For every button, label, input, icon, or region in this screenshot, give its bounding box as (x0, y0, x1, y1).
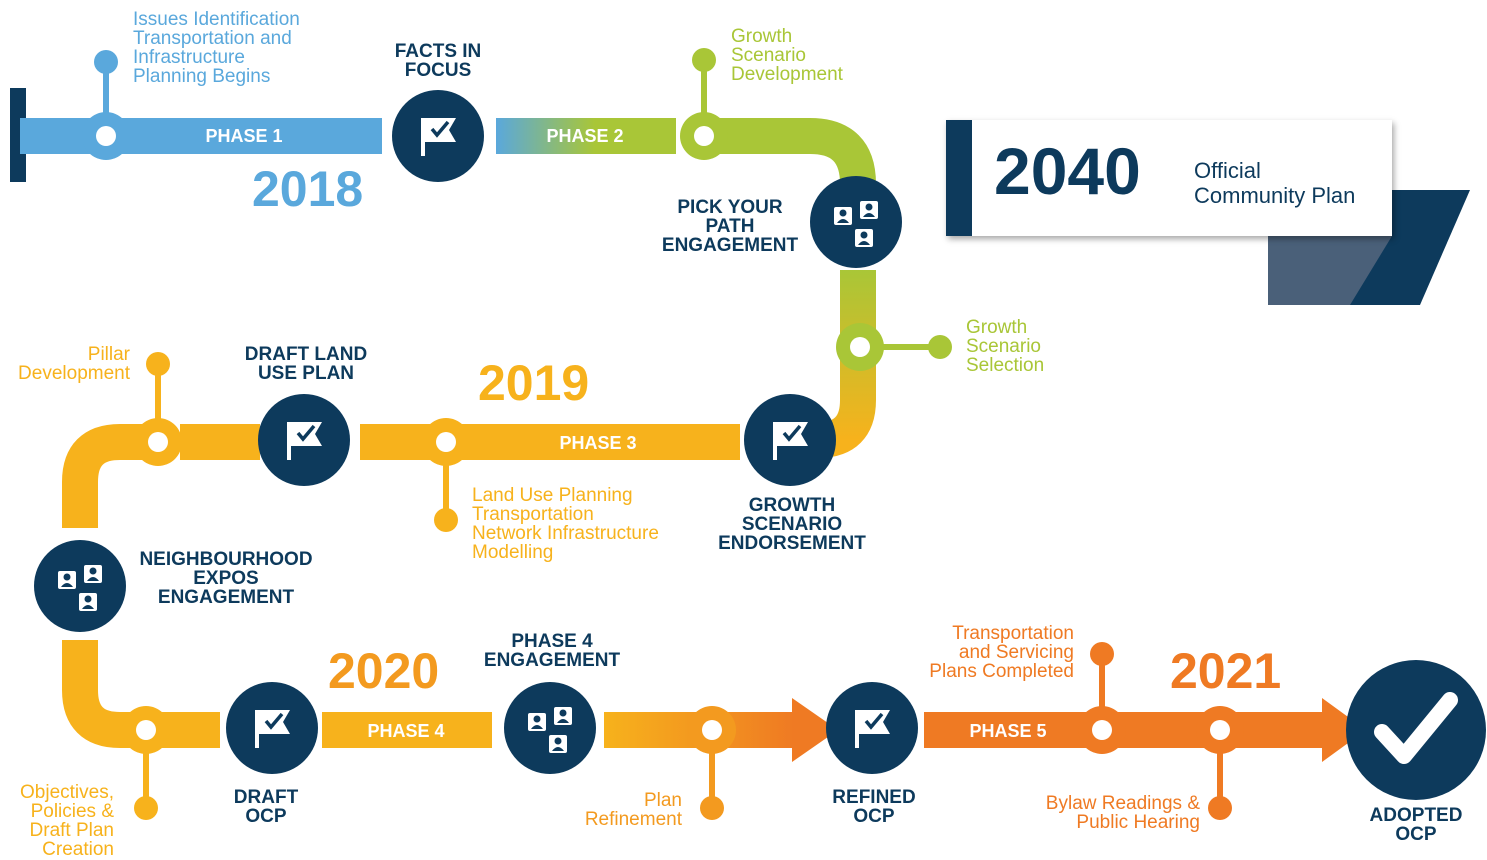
year-2018: 2018 (252, 161, 364, 217)
label-refined-ocp: REFINED OCP (832, 787, 916, 827)
note-plan-refinement: Plan Refinement (584, 790, 682, 830)
label-neighbourhood-expos: NEIGHBOURHOOD EXPOS ENGAGEMENT (139, 549, 313, 608)
milestone-draft-ocp (226, 682, 318, 774)
milestone-pick-your-path (810, 176, 902, 268)
node-dot-transport-servicing (1090, 642, 1114, 666)
milestone-adopted-ocp (1346, 660, 1486, 800)
track-phase1 (20, 118, 382, 154)
label-growth-endorsement: GROWTH SCENARIO ENDORSEMENT (718, 495, 866, 554)
node-dot-growth-dev (692, 48, 716, 72)
start-marker (10, 88, 26, 182)
arrow-to-adopted (1322, 698, 1366, 762)
milestone-phase4-engagement (504, 682, 596, 774)
milestone-draft-land-use (258, 394, 350, 486)
plan-title-text: Official Community Plan (1194, 158, 1356, 209)
track-phase2 (496, 118, 676, 154)
note-issues-identification: Issues Identification Transportation and… (133, 9, 300, 87)
milestone-growth-endorsement (744, 394, 836, 486)
year-2019: 2019 (478, 355, 590, 411)
note-pillar-development: Pillar Development (18, 344, 130, 384)
track-row2-left (180, 424, 260, 460)
node-dot-pillar (146, 352, 170, 376)
node-dot-bylaw (1208, 796, 1232, 820)
phase-5-label: PHASE 5 (969, 721, 1046, 741)
track-curve-left-bottom (62, 640, 220, 748)
title-ribbon-shadow (1268, 236, 1392, 305)
note-bylaw-readings: Bylaw Readings & Public Hearing (1045, 793, 1200, 833)
node-dot-land-use (434, 508, 458, 532)
node-dot-objectives (134, 796, 158, 820)
year-2021: 2021 (1170, 643, 1282, 699)
milestone-facts-in-focus (392, 90, 484, 182)
plan-title-box: 2040 Official Community Plan (946, 120, 1392, 236)
arrow-to-refined (792, 698, 838, 762)
node-dot-issues (94, 50, 118, 74)
track-phase3 (360, 424, 740, 460)
note-transport-servicing: Transportation and Servicing Plans Compl… (929, 623, 1074, 682)
plan-title-year: 2040 (994, 134, 1141, 208)
note-growth-development: Growth Scenario Development (731, 26, 843, 85)
note-objectives-policies: Objectives, Policies & Draft Plan Creati… (20, 782, 114, 860)
note-growth-selection: Growth Scenario Selection (966, 317, 1045, 376)
phase-3-label: PHASE 3 (559, 433, 636, 453)
milestone-refined-ocp (826, 682, 918, 774)
year-2020: 2020 (328, 643, 440, 699)
label-pick-your-path: PICK YOUR PATH ENGAGEMENT (661, 197, 799, 256)
label-facts-in-focus: FACTS IN FOCUS (394, 41, 482, 81)
milestone-neighbourhood-expos (34, 540, 126, 632)
note-land-use-planning: Land Use Planning Transportation Network… (472, 485, 659, 563)
node-dot-plan-refinement (700, 796, 724, 820)
track-phase4 (322, 712, 492, 748)
label-draft-ocp: DRAFT OCP (233, 787, 299, 827)
checkmark-icon (1374, 692, 1458, 764)
track-curve-left-top (62, 424, 160, 528)
label-draft-land-use: DRAFT LAND USE PLAN (244, 344, 368, 384)
label-adopted-ocp: ADOPTED OCP (1369, 805, 1463, 845)
phase-2-label: PHASE 2 (546, 126, 623, 146)
node-dot-growth-sel (928, 335, 952, 359)
phase-1-label: PHASE 1 (205, 126, 282, 146)
track-phase5 (924, 712, 1334, 748)
phase-4-label: PHASE 4 (367, 721, 444, 741)
label-phase4-engagement: PHASE 4 ENGAGEMENT (483, 631, 621, 671)
